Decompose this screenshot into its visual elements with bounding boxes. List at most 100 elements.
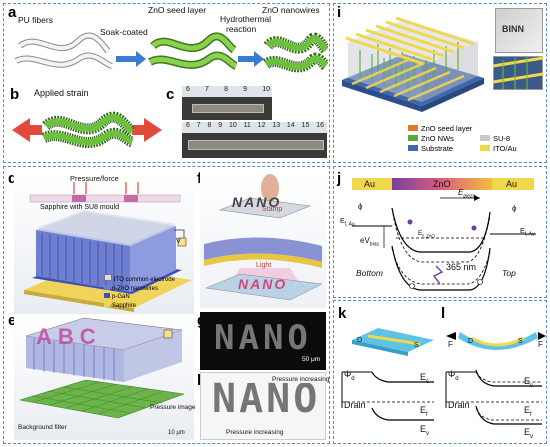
strain-arrow-right-icon — [132, 118, 162, 142]
ruler-bottom-tick-15: 15 — [301, 122, 310, 129]
panel-f-letters-top: NANO — [232, 194, 282, 210]
panel-label-e: e — [8, 312, 17, 329]
panel-k-band — [341, 371, 434, 421]
label-k-ef: Ef — [420, 405, 428, 418]
ruler-bottom-tick-6: 6 — [186, 122, 190, 129]
panel-j-bar-zno — [392, 178, 492, 190]
ruler-bottom-tick-16: 16 — [316, 122, 324, 129]
ruler-bottom-tick-7: 7 — [196, 122, 201, 129]
legend-item-su8: SU-8 — [480, 134, 510, 144]
label-k-ev: Ev — [420, 424, 430, 437]
label-pressure-increasing-1: Pressure increasing — [272, 376, 330, 383]
label-zno-seed-layer: ZnO seed layer — [148, 5, 207, 15]
panel-f-letters-bottom: NANO — [238, 276, 288, 292]
panel-b-diagram — [12, 111, 162, 148]
label-l-ev: Ev — [524, 427, 534, 440]
label-reaction: reaction — [226, 24, 257, 34]
panel-j-band-diagram — [352, 195, 536, 291]
panel-g-scale: 50 μm — [302, 356, 321, 363]
label-ef-au-left: Ef, Au — [340, 218, 355, 228]
label-bottom: Bottom — [356, 268, 383, 278]
panel-f-diagram — [204, 174, 323, 301]
ruler-bottom-tick-13: 13 — [272, 122, 281, 129]
label-pressure-image: Pressure image — [150, 404, 196, 411]
ruler-bottom-tick-14: 14 — [286, 122, 295, 129]
panel-label-f: f — [197, 170, 202, 187]
panel-g-image — [200, 312, 326, 370]
label-l-d: D — [468, 338, 474, 345]
panel-c-ruler-top — [182, 86, 272, 97]
label-k-s: S — [414, 342, 419, 349]
label-au-right: Au — [506, 179, 518, 189]
label-k-ec: Ec — [420, 372, 430, 385]
panel-i-legend: ZnO seed layer ZnO NWs SU-8 Substrate IT… — [408, 124, 546, 154]
pressure-arrows-icon — [73, 182, 139, 194]
panel-frame-j — [333, 166, 547, 298]
panel-i-inset-text: BINN — [502, 24, 524, 34]
panel-j-bar-au-right — [492, 178, 534, 190]
label-hydrothermal: Hydrothermal — [220, 14, 272, 24]
label-k-drain: Drain — [344, 400, 366, 410]
label-ef-au-right: Ef, Au — [520, 228, 535, 238]
ruler-bottom-tick-11: 11 — [243, 122, 251, 129]
panel-frame-i — [333, 3, 547, 163]
panel-label-l: l — [441, 305, 446, 322]
panel-a-diagram — [14, 32, 328, 73]
label-k-phi: Φd — [344, 369, 355, 382]
panel-l-band — [445, 369, 542, 425]
label-pressure-increasing-2: Pressure increasing — [226, 429, 284, 436]
label-phi-left: ϕ — [358, 202, 363, 211]
ruler-bottom-tick-9: 9 — [218, 122, 223, 129]
panel-label-a: a — [8, 4, 17, 21]
panel-i-inset-photo — [495, 8, 543, 53]
nanowires-illustration — [262, 32, 328, 73]
ruler-bottom-tick-8: 8 — [207, 122, 212, 129]
label-background-filter: Background filter — [18, 424, 67, 431]
panel-i-inset-zoom-lines — [493, 56, 543, 90]
panel-c-strip-top — [192, 104, 264, 113]
panel-c-strip-bottom — [188, 140, 324, 150]
ruler-top-tick-6: 6 — [186, 86, 190, 93]
panel-label-c: c — [166, 86, 175, 103]
panel-label-d: d — [8, 170, 18, 187]
label-scale-e: 10 μm — [168, 430, 185, 436]
legend-item-zno: n-ZnO nanowires — [104, 284, 192, 294]
label-pu-fibers: PU fibers — [18, 15, 53, 25]
label-soak-coated: Soak-coated — [100, 27, 148, 37]
label-phi-right: ϕ — [512, 204, 517, 213]
label-l-s: S — [518, 338, 523, 345]
force-arrow-left-icon — [446, 332, 456, 340]
label-v: V — [176, 238, 181, 245]
label-l-ef: Ef — [524, 405, 532, 418]
panel-l-device — [446, 332, 546, 350]
panel-g-text: NANO — [214, 318, 312, 358]
label-l-ec: Ec — [524, 376, 534, 389]
label-pressure-force: Pressure/force — [70, 174, 119, 183]
ruler-bottom-tick-10: 10 — [228, 122, 237, 129]
legend-item-zno-nws: ZnO NWs — [408, 134, 480, 144]
panel-h-image — [200, 372, 326, 440]
label-top: Top — [502, 268, 516, 278]
label-l-phi: Φd — [448, 369, 459, 382]
ruler-bottom-tick-12: 12 — [257, 122, 266, 129]
label-au-left: Au — [364, 179, 376, 189]
panel-frame-kl — [333, 300, 547, 444]
ruler-top-tick-8: 8 — [224, 86, 228, 93]
strain-arrow-left-icon — [12, 118, 42, 142]
panel-e-letters: ABC — [36, 324, 102, 349]
label-wavelength: 365 nm — [446, 262, 477, 272]
panel-i-diagram — [342, 16, 484, 112]
legend-item-pgan: p-GaN — [104, 293, 192, 302]
panel-label-k: k — [338, 305, 347, 322]
label-stamp: Stamp — [262, 206, 283, 213]
panel-frame-def-gh — [3, 166, 330, 444]
legend-item-ito: ITO common electrode — [104, 274, 192, 285]
legend-item-ito-au: ITO/Au — [480, 144, 517, 154]
panel-e-diagram — [19, 317, 185, 419]
legend-item-sapphire: Sapphire — [104, 301, 192, 311]
label-light: Light — [256, 262, 272, 269]
panel-h-text: NANO — [212, 376, 321, 422]
label-ef-zno: Ef, ZnO — [418, 230, 435, 239]
seed-layer-illustration — [148, 32, 238, 70]
